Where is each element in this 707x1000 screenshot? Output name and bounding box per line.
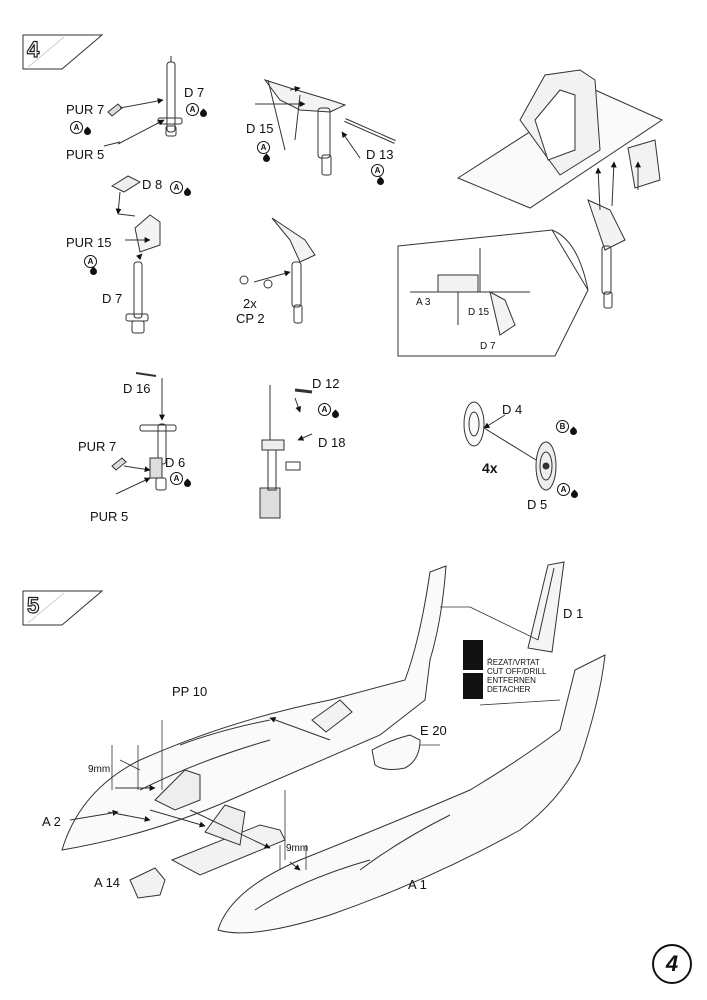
label-d8: D 8 [142,177,163,192]
gear-d8 [110,175,161,334]
label-a14: A 14 [94,875,121,890]
paint-badge-a: A [170,181,183,194]
paint-badge-a: A [186,103,199,116]
part-e20 [371,734,421,770]
paint-badge-a: A [257,141,270,154]
strut-d7-top [157,56,183,137]
label-cp2: CP 2 [236,311,265,326]
label-d7-inset: D 7 [480,341,496,352]
label-pur7-b: PUR 7 [78,439,117,454]
label-a3: A 3 [416,297,431,308]
cockpit-assembly [456,69,664,309]
step-4-box: 4 [22,34,104,70]
fin-piece [527,561,565,653]
inset-callout [397,229,589,357]
label-pp10: PP 10 [172,684,208,699]
label-e20: E 20 [420,723,447,738]
part-a14 [129,867,166,899]
paint-badge-a: A [70,121,83,134]
label-d1: D 1 [563,606,584,621]
cut-legend-fr: DETACHER [487,685,531,694]
label-9mm-a: 9mm [88,764,111,775]
nose-leg [111,372,177,491]
paint-badge-a: A [318,403,331,416]
label-pur7-a: PUR 7 [66,102,105,117]
cut-symbol-2 [463,673,483,699]
gear-cp2 [239,217,316,324]
cut-legend-en: CUT OFF/DRILL [487,667,547,676]
cockpit-tub [170,824,286,876]
step-5-box: 5 [22,590,104,626]
label-d18: D 18 [318,435,346,450]
paint-badge-b: B [556,420,569,433]
label-d15-inset: D 15 [468,307,490,318]
label-pur15: PUR 15 [66,235,112,250]
fuselage-lower-half [217,654,606,934]
label-d7-b: D 7 [102,291,123,306]
label-pur5-a: PUR 5 [66,147,105,162]
label-2x: 2x [243,296,257,311]
label-d15-a: D 15 [246,121,274,136]
label-4x: 4x [482,460,498,476]
label-d4: D 4 [502,402,523,417]
label-d5: D 5 [527,497,548,512]
paint-badge-a: A [170,472,183,485]
cut-symbol-1 [463,640,483,670]
main-gear-top [263,79,396,176]
label-d12: D 12 [312,376,340,391]
label-a2: A 2 [42,814,61,829]
wheels [463,401,557,491]
label-pur5-b: PUR 5 [90,509,129,524]
label-d16: D 16 [123,381,151,396]
step-5-number: 5 [26,592,40,618]
fuselage-upper-half [61,565,447,851]
paint-badge-a: A [371,164,384,177]
paint-badge-a: A [557,483,570,496]
label-d13: D 13 [366,147,394,162]
cut-legend-de: ENTFERNEN [487,676,536,685]
step-4-number: 4 [26,36,40,62]
label-9mm-b: 9mm [286,843,309,854]
page-number: 4 [652,944,692,984]
cut-legend-cz: ŘEZAT/VRTAT [487,658,540,667]
label-d6: D 6 [165,455,186,470]
gear-d12 [259,385,313,519]
label-a1: A 1 [408,877,427,892]
label-d7-a: D 7 [184,85,205,100]
paint-badge-a: A [84,255,97,268]
